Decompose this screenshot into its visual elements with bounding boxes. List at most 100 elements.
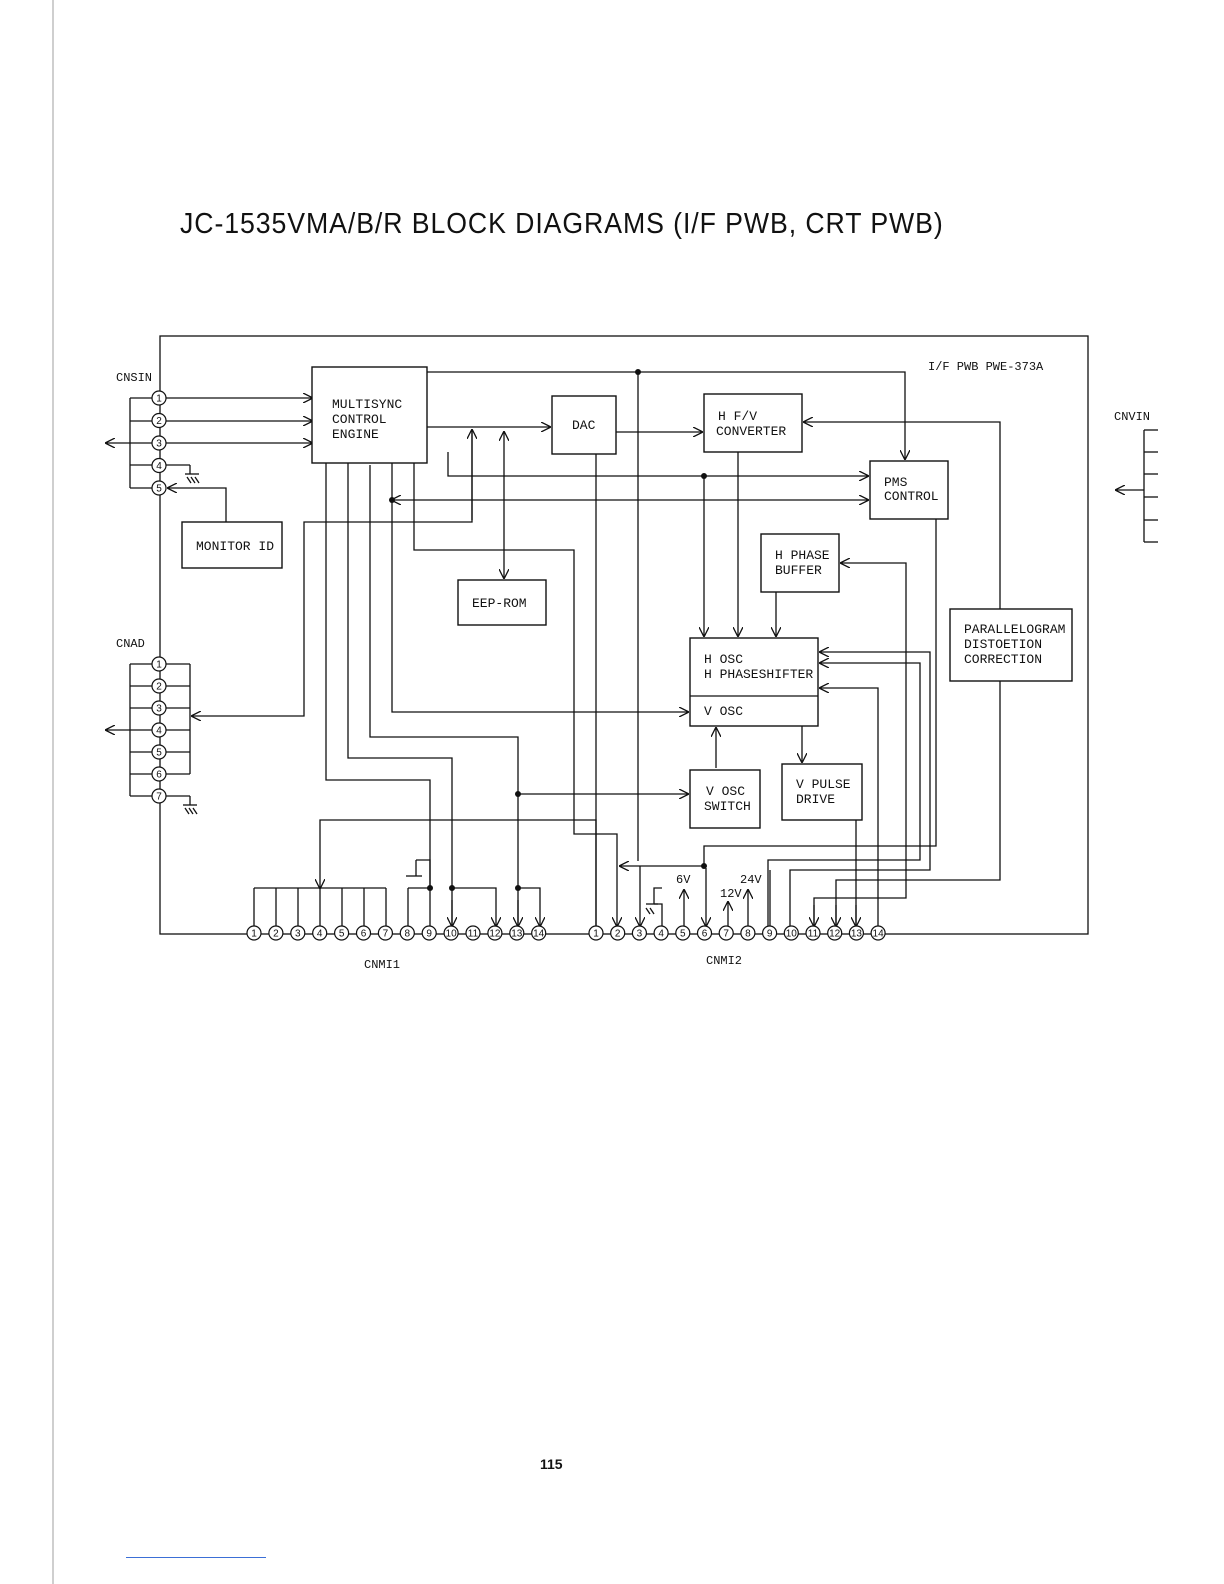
cnsin-pin-1-number: 1: [156, 394, 162, 405]
svg-text:BUFFER: BUFFER: [775, 563, 822, 578]
cnad-pin-4-circle: [151, 722, 167, 738]
cnsin-pin-2-circle: [151, 412, 167, 429]
cnmi2-wiring: 6V 12V 24V: [640, 866, 856, 926]
cnsin-pin-1-circle: [151, 390, 167, 406]
svg-text:DRIVE: DRIVE: [796, 792, 835, 807]
voltage-24v: 24V: [740, 873, 762, 887]
cnmi1-pin-10-number: 10: [446, 929, 458, 940]
cnmi1-pin-1-circle: [246, 925, 262, 941]
svg-text:CONVERTER: CONVERTER: [716, 424, 786, 439]
page-number: 115: [540, 1456, 563, 1472]
cnmi1-pin-5-circle: [334, 925, 350, 941]
cnmi1-pin-5-number: 5: [339, 929, 345, 940]
cnsin-pin-4-number: 4: [156, 461, 162, 472]
cnmi1-pin-9-circle: [421, 925, 437, 941]
hfv-converter-block: H F/V CONVERTER: [703, 393, 803, 453]
monitor-id-block: MONITOR ID: [181, 521, 283, 569]
cnmi1-pin-4-number: 4: [317, 929, 323, 940]
cnmi1-wiring: [253, 859, 540, 926]
cnmi1-pin-11-number: 11: [468, 929, 479, 940]
cnmi2-pin-12-circle: [827, 925, 843, 941]
cnad-pin-5-number: 5: [156, 748, 162, 759]
cnmi1-pin-7-circle: [377, 925, 393, 941]
cnmi2-pin-14-number: 14: [873, 929, 885, 940]
svg-text:CORRECTION: CORRECTION: [964, 652, 1042, 667]
h-osc-phaseshifter-block: H OSC H PHASESHIFTER: [689, 637, 819, 727]
cnad-pin-3-number: 3: [156, 704, 162, 715]
cnmi1-pin-14-number: 14: [533, 929, 545, 940]
cnmi2-pin-6-circle: [696, 925, 713, 941]
cnmi2-pin-5-number: 5: [680, 929, 686, 940]
cnmi2-pin-11-circle: [805, 925, 821, 941]
svg-text:MULTISYNC: MULTISYNC: [332, 397, 402, 412]
cnmi1-pin-13-number: 13: [511, 929, 523, 940]
v-osc-switch-block: V OSC SWITCH: [689, 769, 761, 829]
cnmi1-pin-4-circle: [312, 925, 328, 941]
svg-text:H F/V: H F/V: [718, 409, 757, 424]
cnmi1-pin-8-number: 8: [405, 929, 411, 940]
svg-text:ENGINE: ENGINE: [332, 427, 379, 442]
cnmi1-pin-1-number: 1: [251, 929, 257, 940]
svg-text:H OSC: H OSC: [704, 652, 743, 667]
cnmi2-pin-7-circle: [718, 925, 734, 941]
signal-wiring: [320, 369, 1001, 926]
cnmi2-pin-6-number: 6: [702, 929, 708, 940]
cnsin-pin-3-circle: [151, 435, 167, 451]
cnmi2-pin-13-circle: [848, 925, 865, 941]
voltage-6v: 6V: [676, 873, 691, 887]
cnad-pin-4-number: 4: [156, 726, 162, 737]
svg-text:V PULSE: V PULSE: [796, 777, 851, 792]
cnvin-label: CNVIN: [1114, 410, 1150, 424]
cnmi2-pin-13-number: 13: [851, 929, 863, 940]
cnmi1-label: CNMI1: [364, 958, 400, 972]
svg-text:V OSC: V OSC: [706, 784, 745, 799]
svg-text:CONTROL: CONTROL: [332, 412, 387, 427]
multisync-control-engine-block: MULTISYNC CONTROL ENGINE: [311, 366, 428, 464]
cnmi1-pin-11-circle: [465, 925, 481, 941]
cnmi2-pin-5-circle: [675, 925, 691, 941]
cnad-pin-7-number: 7: [156, 792, 162, 803]
cnsin-pin-3-number: 3: [156, 439, 162, 450]
cnsin-wiring: [106, 398, 312, 522]
cnmi2-pin-10-number: 10: [786, 929, 798, 940]
cnmi2-pin-11-number: 11: [808, 929, 819, 940]
eeprom-block: EEP-ROM: [457, 579, 547, 626]
cnmi2-pin-4-number: 4: [658, 929, 664, 940]
cnad-pin-2-circle: [151, 678, 167, 694]
cnmi1-pin-13-circle: [509, 925, 525, 941]
board-outline: [159, 335, 1089, 935]
cnad-pin-1-circle: [151, 656, 167, 672]
cnmi2-pin-1-number: 1: [593, 929, 599, 940]
v-pulse-drive-block: V PULSE DRIVE: [781, 763, 863, 821]
cnmi2-pin-8-number: 8: [745, 929, 751, 940]
board-label: I/F PWB PWE-373A: [928, 360, 1044, 374]
svg-text:DAC: DAC: [572, 418, 596, 433]
cnad-pin-6-circle: [151, 766, 167, 782]
page-edge-rule: [52, 0, 54, 1584]
page-title: JC-1535VMA/B/R BLOCK DIAGRAMS (I/F PWB, …: [180, 208, 944, 240]
cnmi2-pin-8-circle: [740, 925, 756, 941]
cnmi1-pin-14-circle: [531, 925, 547, 941]
cnad-pin-5-circle: [151, 744, 167, 760]
cnmi1-pin-6-circle: [355, 925, 372, 941]
bottom-rule: [126, 1557, 266, 1558]
parallelogram-correction-block: PARALLELOGRAM DISTOETION CORRECTION: [949, 608, 1073, 682]
cnsin-pin-4-circle: [151, 457, 167, 474]
cnmi1-pin-2-number: 2: [273, 929, 279, 940]
cnsin-pin-5-number: 5: [156, 484, 162, 495]
svg-text:SWITCH: SWITCH: [704, 799, 751, 814]
cnad-pin-6-number: 6: [156, 770, 162, 781]
h-phase-buffer-block: H PHASE BUFFER: [760, 533, 840, 593]
cnsin-pin-2-number: 2: [156, 416, 162, 427]
cnad-pin-7-circle: [151, 788, 167, 804]
cnmi2-pin-1-circle: [588, 925, 604, 941]
cnmi2-pin-2-circle: [610, 925, 626, 941]
cnmi1-pin-6-number: 6: [361, 929, 367, 940]
cnmi2-pin-9-circle: [761, 925, 778, 941]
cnsin-label: CNSIN: [116, 371, 152, 385]
cnad-label: CNAD: [116, 637, 145, 651]
svg-text:H PHASESHIFTER: H PHASESHIFTER: [704, 667, 813, 682]
cnmi1-pin-9-number: 9: [426, 929, 432, 940]
cnmi1-pin-10-circle: [443, 925, 459, 941]
